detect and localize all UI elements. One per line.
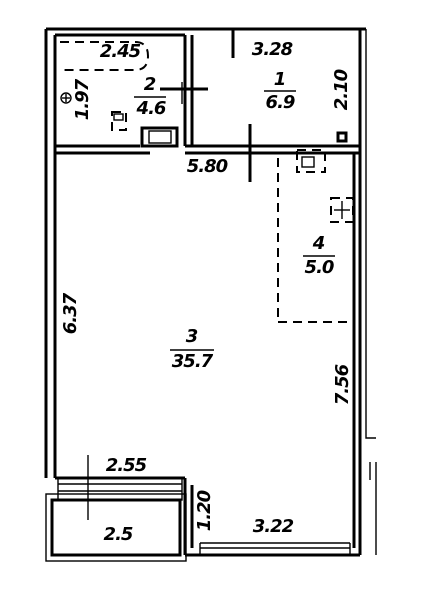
balcony-outer xyxy=(45,493,187,562)
room-3: 3 35.7 xyxy=(170,326,215,372)
room-4-area: 5.0 xyxy=(305,257,334,278)
room-2: 2 4.6 xyxy=(134,74,167,119)
riser-icon xyxy=(336,131,348,143)
room-1: 1 6.9 xyxy=(264,69,296,113)
dim-balcony-top-width: 2.55 xyxy=(106,455,147,476)
room-2-area: 4.6 xyxy=(136,98,166,119)
wall-right-outer xyxy=(365,29,376,439)
dim-hall-depth: 2.10 xyxy=(331,69,352,110)
room-4: 4 5.0 xyxy=(303,233,335,278)
bathroom-fixtures xyxy=(60,41,208,148)
bathtub-icon xyxy=(60,41,150,71)
room-3-number: 3 xyxy=(186,326,199,347)
toilet-icon xyxy=(111,111,127,131)
hall-fixtures xyxy=(231,29,348,182)
window-bottom xyxy=(199,542,351,555)
kitchen-niche xyxy=(277,149,354,323)
walls xyxy=(44,27,376,557)
room-1-number: 1 xyxy=(274,69,287,90)
room-1-area: 6.9 xyxy=(266,92,295,113)
stove-icon xyxy=(296,149,326,173)
kitchen-sink-icon xyxy=(330,197,354,223)
tap-icon xyxy=(60,92,72,104)
right-markers xyxy=(369,462,377,555)
dim-bath-depth: 1.97 xyxy=(72,78,93,120)
dim-main-left-depth: 6.37 xyxy=(60,292,81,334)
room-2-number: 2 xyxy=(144,74,157,95)
dim-balcony-width: 2.5 xyxy=(104,524,133,545)
room-4-number: 4 xyxy=(312,233,326,254)
dim-main-width: 5.80 xyxy=(187,156,228,177)
dim-hall-width: 3.28 xyxy=(252,39,293,60)
balcony xyxy=(45,477,187,562)
sink-icon xyxy=(140,126,179,148)
dim-main-right-depth: 7.56 xyxy=(332,364,353,405)
dim-lower-step: 1.20 xyxy=(194,490,215,531)
dim-bath-width: 2.45 xyxy=(100,41,141,62)
room-3-area: 35.7 xyxy=(172,351,214,372)
balcony-outline xyxy=(50,498,182,557)
balcony-door-frame xyxy=(57,477,183,501)
dim-bottom-width: 3.22 xyxy=(253,516,294,537)
